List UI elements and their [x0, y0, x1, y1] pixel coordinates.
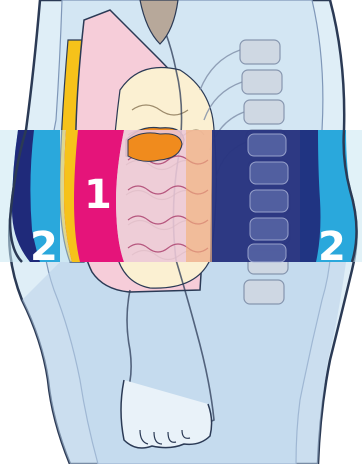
- zone-2-left-label: 2: [30, 227, 58, 267]
- zone-orange-overlay: [186, 130, 212, 262]
- zone-1-label: 1: [84, 175, 112, 215]
- zone-2-right-label: 2: [318, 227, 346, 267]
